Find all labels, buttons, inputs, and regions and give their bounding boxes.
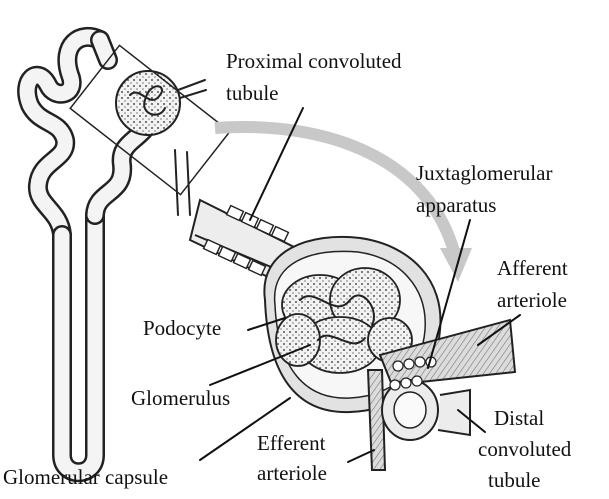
label-distal-tubule: Distal convoluted tubule — [458, 406, 572, 492]
label-dct-line1: Distal — [494, 406, 544, 430]
label-aff-line2: arteriole — [497, 288, 567, 312]
label-efferent: Efferent arteriole — [257, 431, 374, 485]
label-podocyte: Podocyte — [143, 316, 285, 340]
label-eff-line1: Efferent — [257, 431, 326, 455]
label-dct-line2: convoluted — [478, 437, 572, 461]
label-capsule-text: Glomerular capsule — [3, 465, 168, 489]
renal-corpuscle — [190, 200, 515, 470]
label-dct-line3: tubule — [488, 468, 541, 492]
label-glomerulus-text: Glomerulus — [131, 386, 230, 410]
zoom-arrow-head — [440, 248, 472, 282]
label-glomerular-capsule: Glomerular capsule — [3, 398, 290, 489]
label-pct-line2: tubule — [226, 81, 279, 105]
label-jga-line2: apparatus — [416, 193, 496, 217]
label-pct-line1: Proximal convoluted — [226, 49, 402, 73]
label-aff-line1: Afferent — [497, 256, 568, 280]
label-eff-line2: arteriole — [257, 461, 327, 485]
label-podocyte-text: Podocyte — [143, 316, 221, 340]
label-jga-line1: Juxtaglomerular — [416, 161, 552, 185]
